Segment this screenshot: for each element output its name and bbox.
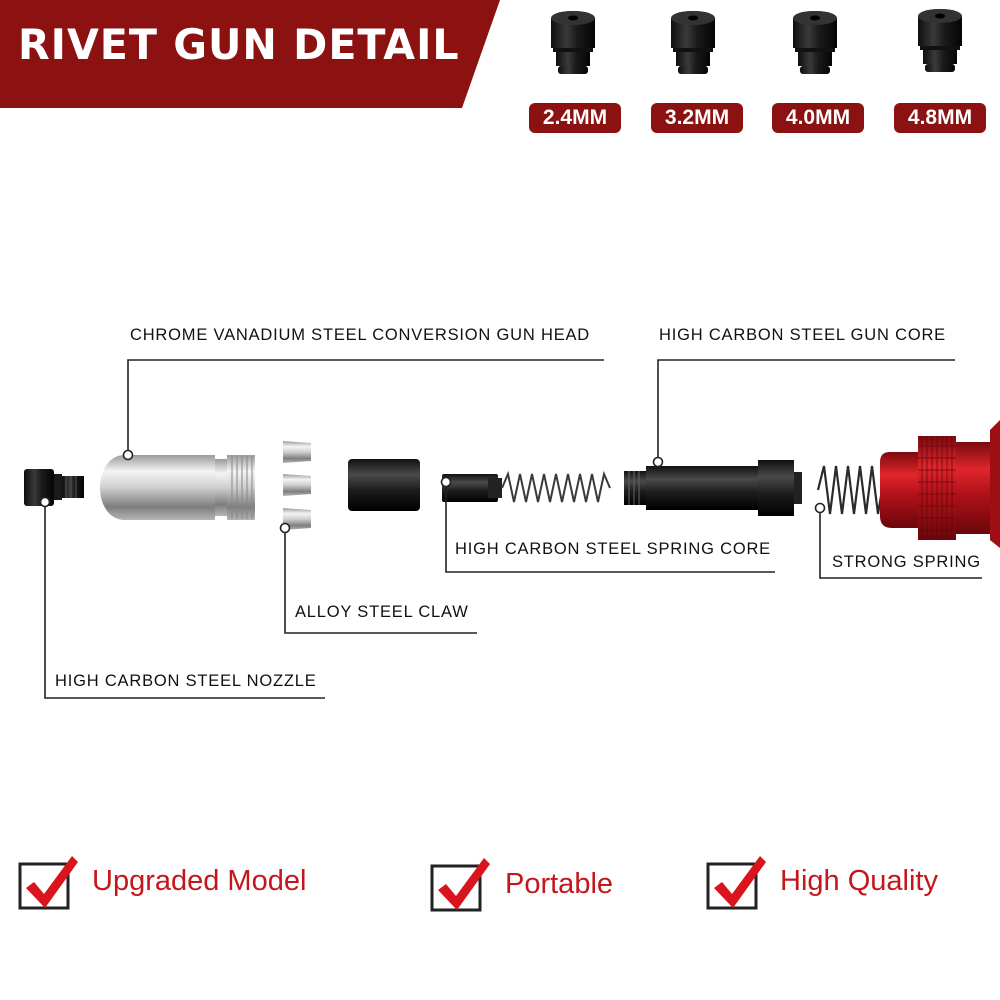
nozzle-part-icon: [24, 469, 84, 506]
callout-leader-lines: [44, 359, 982, 699]
header-banner: [0, 0, 500, 108]
gun-head-part-icon: [100, 455, 255, 520]
strong-spring-part-icon: [816, 465, 884, 515]
callout-gun-head: CHROME VANADIUM STEEL CONVERSION GUN HEA…: [130, 326, 591, 344]
callout-claw: ALLOY STEEL CLAW: [295, 603, 469, 621]
feature-upgraded-model: Upgraded Model: [92, 865, 307, 897]
checkbox-check-icon: [430, 856, 492, 912]
checkbox-check-icon: [706, 854, 768, 910]
callout-nozzle: HIGH CARBON STEEL NOZZLE: [55, 672, 317, 690]
callout-dots: [39, 449, 826, 534]
callout-spring-core: HIGH CARBON STEEL SPRING CORE: [455, 540, 771, 558]
sleeve-part-icon: [348, 459, 420, 511]
red-body-part-icon: [880, 420, 1000, 548]
page-title: RIVET GUN DETAIL: [18, 20, 460, 69]
feature-high-quality: High Quality: [780, 865, 938, 897]
nozzle-size-tag: 3.2MM: [651, 103, 743, 133]
feature-portable: Portable: [505, 868, 614, 900]
callout-strong-spring: STRONG SPRING: [832, 553, 981, 571]
nozzle-size-tag: 2.4MM: [529, 103, 621, 133]
claw-parts-icon: [283, 441, 311, 530]
spring-core-part-icon: [442, 470, 611, 503]
nozzle-size-tag: 4.0MM: [772, 103, 864, 133]
checkbox-check-icon: [18, 854, 80, 910]
callout-gun-core: HIGH CARBON STEEL GUN CORE: [659, 326, 946, 344]
gun-core-part-icon: [624, 460, 802, 516]
nozzle-size-tag: 4.8MM: [894, 103, 986, 133]
